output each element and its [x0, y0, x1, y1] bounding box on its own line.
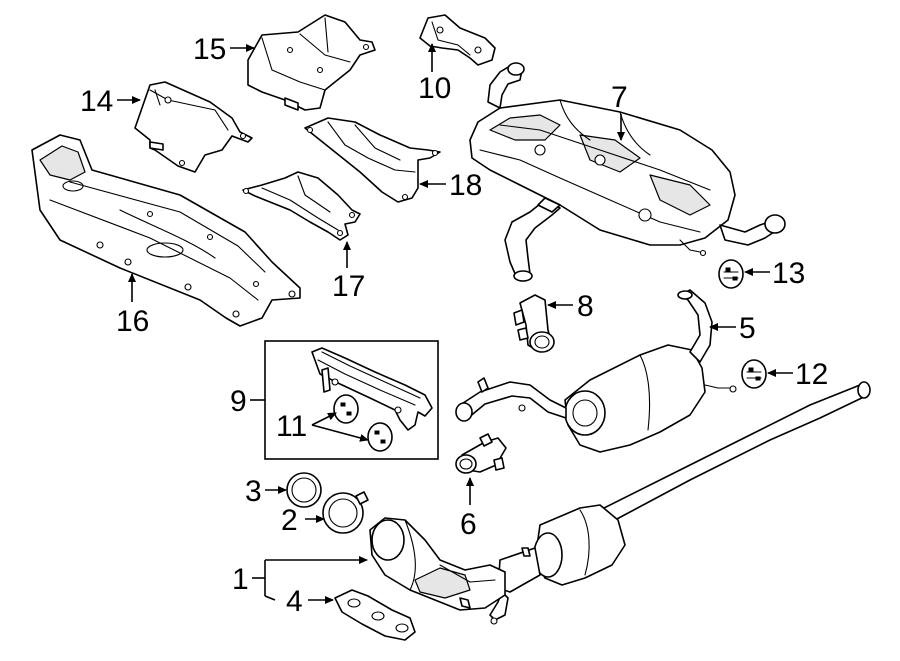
callout-labels: 15 14 10 7 18 17 16 13 8 5 12 9 11 3 2 6… [80, 33, 828, 618]
callout-14: 14 [80, 85, 113, 118]
callout-6: 6 [460, 508, 477, 541]
callout-15: 15 [193, 33, 226, 66]
callout-2: 2 [281, 504, 298, 537]
callout-3: 3 [245, 475, 262, 508]
callout-9: 9 [230, 385, 247, 418]
heat-shield-18 [304, 117, 441, 203]
clamp-8 [513, 294, 555, 353]
gasket-3 [286, 472, 322, 508]
callout-4: 4 [286, 585, 303, 618]
heat-shield-14 [134, 81, 253, 173]
rear-muffler-7 [469, 62, 786, 282]
heat-shield-16 [31, 134, 301, 327]
leader-lines [117, 43, 793, 604]
clamp-6 [455, 433, 507, 474]
center-muffler-5 [455, 289, 737, 453]
callout-1: 1 [232, 563, 249, 596]
callout-17: 17 [332, 270, 365, 303]
callout-11: 11 [276, 410, 307, 443]
catalytic-converter-1 [369, 517, 506, 611]
callout-5: 5 [739, 312, 756, 345]
callout-18: 18 [449, 169, 482, 202]
hanger-13 [718, 259, 744, 289]
heat-shield-17 [242, 171, 361, 241]
hanger-12 [741, 359, 767, 389]
gasket-2 [322, 491, 369, 534]
callout-12: 12 [795, 358, 828, 391]
bracket-kit-9 [264, 340, 439, 460]
callout-10: 10 [418, 72, 451, 105]
front-pipe-1 [489, 381, 871, 625]
callout-8: 8 [577, 290, 594, 323]
callout-7: 7 [611, 81, 628, 114]
callout-16: 16 [116, 305, 149, 338]
heat-shield-15 [247, 14, 376, 111]
bracket-10 [419, 14, 496, 66]
gasket-4 [334, 589, 416, 641]
callout-13: 13 [772, 257, 805, 290]
